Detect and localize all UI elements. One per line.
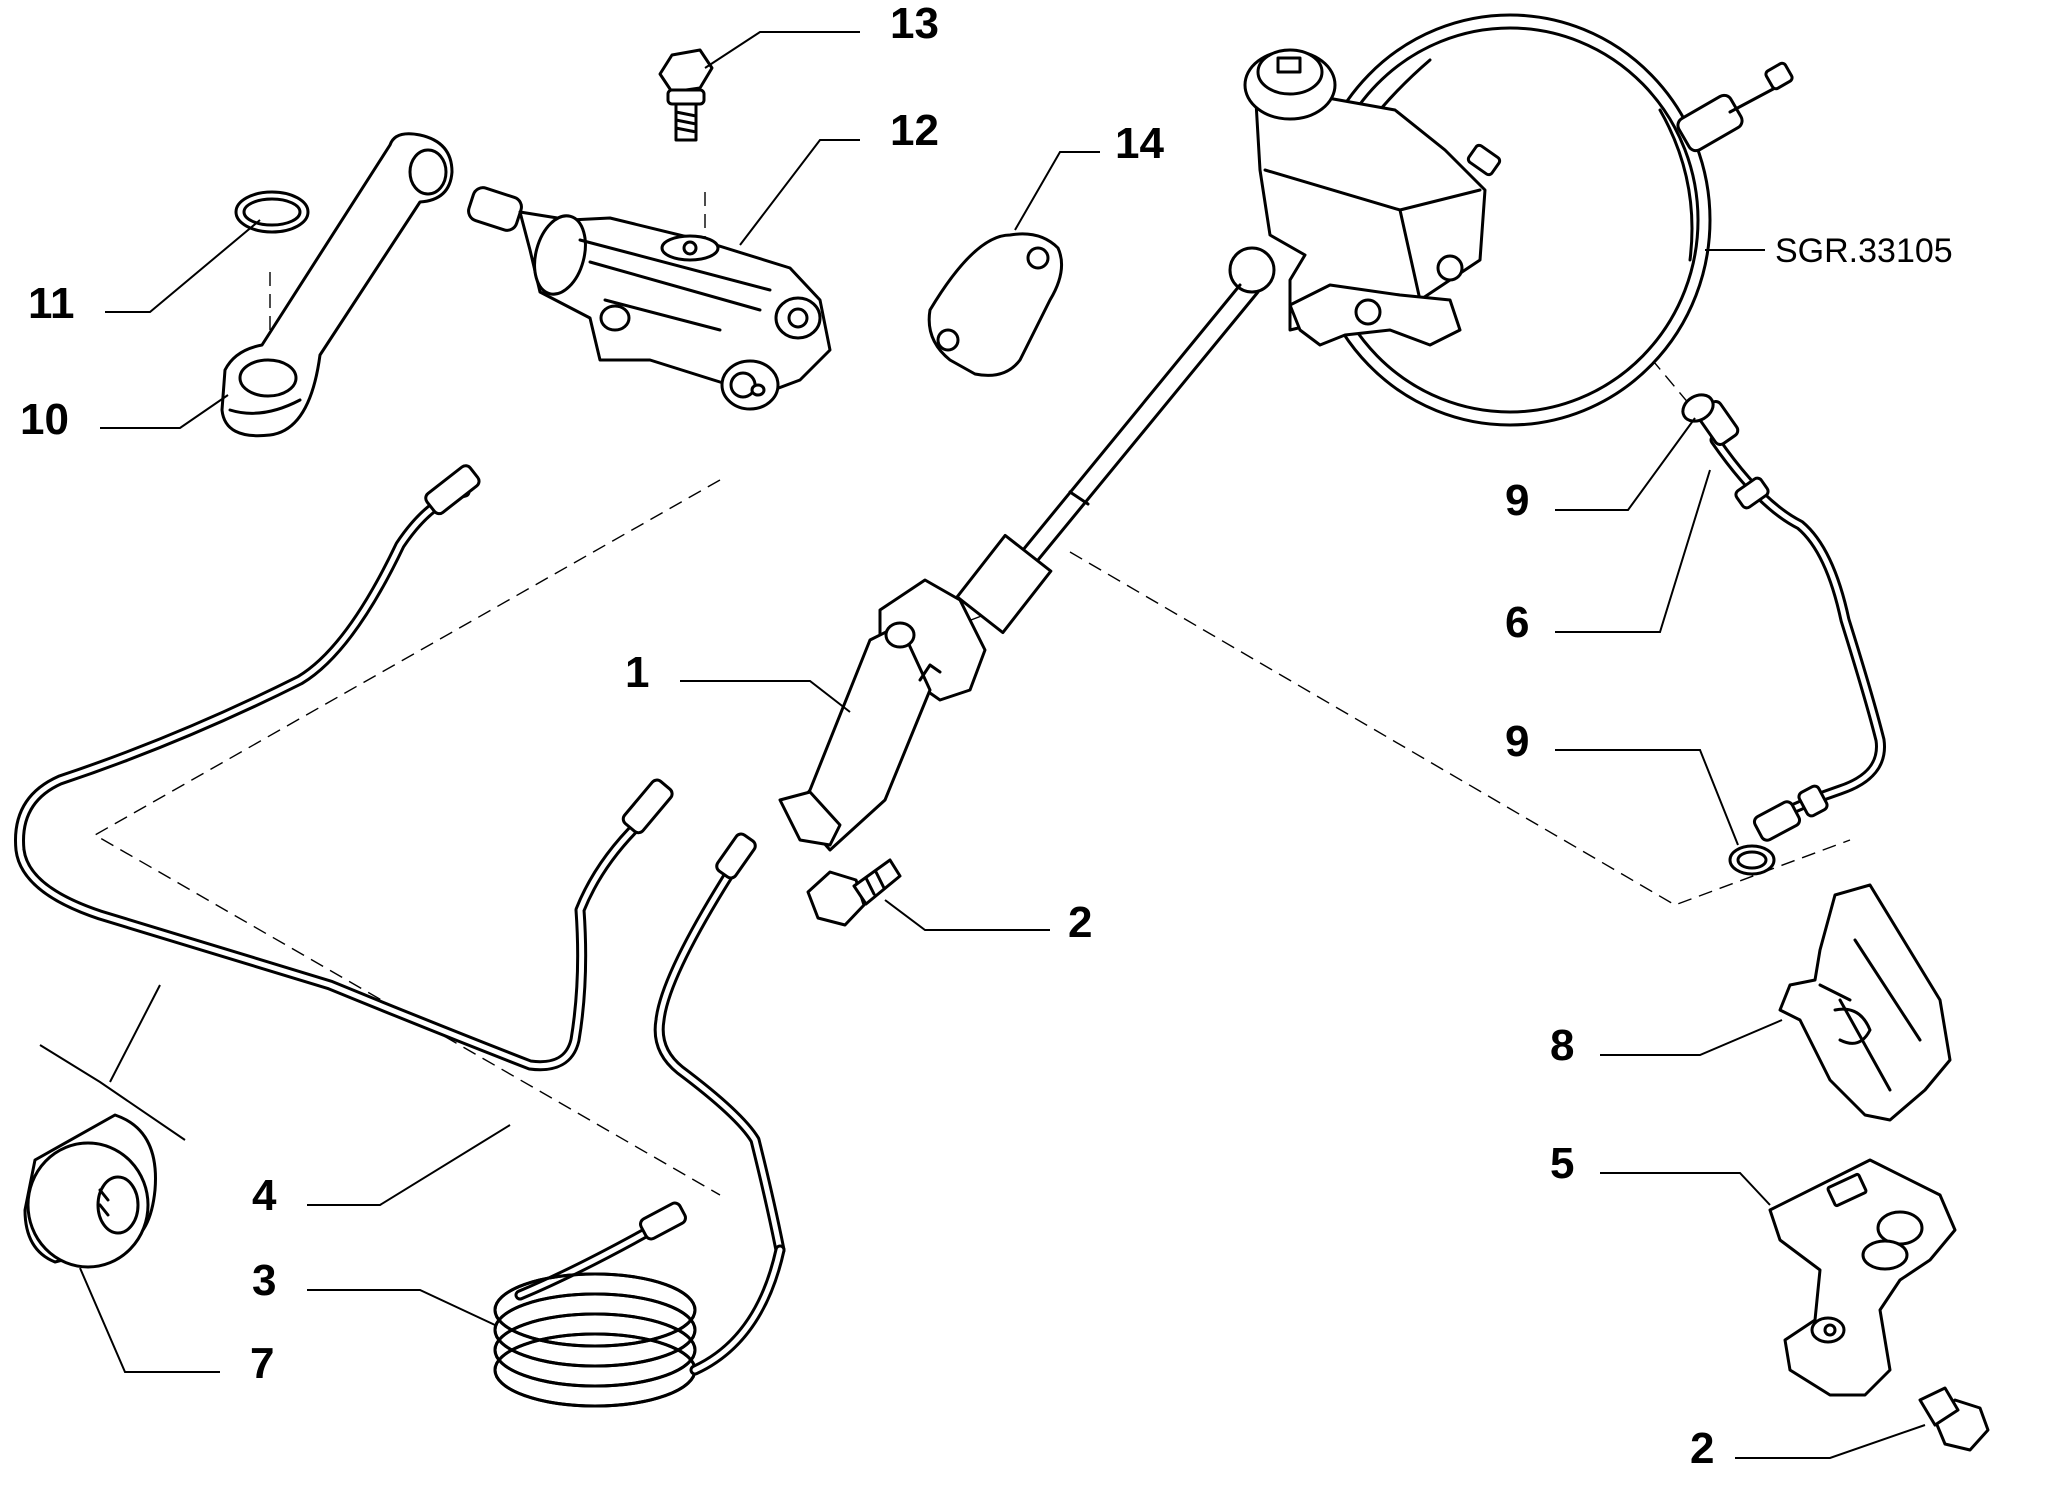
leader-lines [39, 31, 1926, 1459]
callout-4: 4 [252, 1171, 277, 1220]
part-2-bolt-bottom [1918, 1386, 1990, 1452]
part-1-pushrod-assembly [778, 246, 1276, 852]
brake-booster-assembly [1243, 13, 1794, 427]
callout-13: 13 [890, 0, 939, 48]
part-8-bracket-clip [1778, 883, 1952, 1122]
callout-labels: 13 12 14 11 10 SGR.33105 9 6 9 1 2 8 5 4… [20, 0, 1953, 1473]
callout-5: 5 [1550, 1139, 1574, 1188]
part-14-gasket [927, 232, 1064, 377]
callout-10: 10 [20, 395, 69, 444]
part-11-ring [234, 190, 310, 234]
part-9-clip-lower [1728, 844, 1776, 876]
part-6-flexible-hose [1696, 400, 1886, 842]
callout-9-lower: 9 [1505, 717, 1529, 766]
callout-8: 8 [1550, 1021, 1574, 1070]
callout-11: 11 [28, 279, 75, 328]
callout-2-bottom: 2 [1690, 1424, 1714, 1473]
callout-7: 7 [250, 1339, 274, 1388]
part-3-coiled-pipe [493, 832, 786, 1408]
part-13-bolt [658, 48, 714, 142]
pipe-coil [493, 1272, 697, 1408]
part-2-bolt-center [806, 858, 902, 927]
callout-14: 14 [1115, 119, 1164, 168]
callout-1: 1 [625, 648, 649, 697]
reference-code: SGR.33105 [1775, 232, 1953, 270]
part-12-clutch-master-cylinder [467, 186, 832, 411]
callout-12: 12 [890, 106, 939, 155]
part-9-clip-upper [1681, 393, 1715, 423]
part-5-bracket [1768, 1158, 1957, 1397]
callout-6: 6 [1505, 598, 1529, 647]
callout-3: 3 [252, 1256, 276, 1305]
part-7-rubber-bush [23, 1113, 157, 1269]
callout-2-center: 2 [1068, 898, 1092, 947]
callout-9-upper: 9 [1505, 476, 1529, 525]
part-10-lever [220, 132, 454, 438]
part-4-hydraulic-pipe [14, 464, 674, 1072]
